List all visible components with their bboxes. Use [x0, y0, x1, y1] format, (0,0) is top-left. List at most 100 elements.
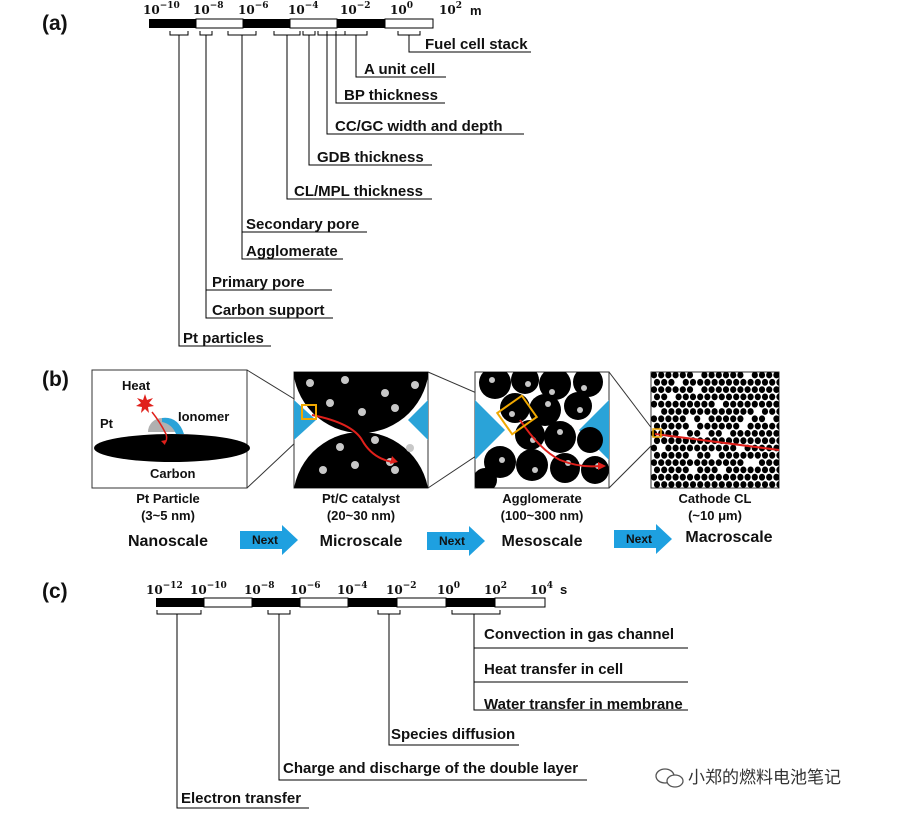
cl-particle — [665, 459, 672, 466]
cl-particle — [653, 466, 661, 474]
cl-particle — [776, 378, 779, 386]
cl-particle — [725, 481, 733, 488]
cl-particle — [758, 372, 766, 379]
cl-particle — [704, 393, 711, 401]
cl-particle — [773, 473, 779, 481]
cl-particle — [733, 378, 740, 386]
cl-particle — [718, 481, 725, 488]
cl-particle — [661, 393, 668, 401]
length-unit: m — [470, 3, 482, 18]
cl-particle — [733, 466, 740, 474]
cl-particle — [761, 408, 769, 415]
cl-particle — [704, 408, 711, 415]
cl-particle — [730, 430, 737, 437]
cl-particle — [686, 430, 694, 437]
cl-particle — [776, 408, 779, 415]
cl-particle — [718, 451, 725, 459]
cl-particle — [761, 466, 769, 474]
cl-particle — [754, 466, 761, 474]
cl-particle — [679, 372, 686, 379]
cl-particle — [737, 415, 744, 423]
cl-particle — [715, 386, 722, 393]
cl-particle — [682, 481, 689, 488]
cl-particle — [737, 372, 744, 379]
cl-particle — [769, 437, 776, 445]
cl-particle — [697, 408, 704, 415]
length-tick: 10−6 — [238, 1, 269, 17]
cl-particle — [708, 386, 715, 393]
cl-particle — [761, 378, 769, 386]
pt-particle-box: Heat Pt Ionomer Carbon — [91, 369, 250, 489]
cl-particle — [658, 386, 665, 393]
cl-particle — [711, 466, 718, 474]
cl-particle — [776, 437, 779, 445]
length-items: Fuel cell stack A unit cell BP thickness… — [183, 36, 528, 347]
cl-particle — [697, 422, 704, 430]
length-tick: 10−4 — [288, 1, 319, 17]
cl-particle — [730, 459, 737, 466]
cl-particle — [672, 386, 679, 393]
cl-particle — [711, 481, 718, 488]
cl-particle — [718, 422, 725, 430]
cl-particle — [769, 422, 776, 430]
cl-particle — [661, 378, 668, 386]
cl-particle — [773, 400, 779, 408]
carbon-support-shape — [94, 434, 250, 462]
cl-particle — [701, 386, 708, 393]
cl-particle — [747, 451, 754, 459]
cl-particle — [715, 372, 722, 379]
cl-particle — [776, 481, 779, 488]
time-tick: 104 — [530, 581, 553, 597]
cl-particle — [668, 378, 675, 386]
cl-particle — [689, 408, 697, 415]
cl-particle — [704, 451, 711, 459]
cl-particle — [694, 400, 701, 408]
cl-particle — [661, 466, 668, 474]
stage-name: Agglomerate — [502, 491, 581, 506]
cl-particle — [725, 422, 733, 430]
cl-particle — [658, 400, 665, 408]
cl-particle — [740, 378, 747, 386]
cl-particle — [740, 437, 747, 445]
cl-particle — [694, 444, 701, 452]
cl-particle — [761, 437, 769, 445]
cl-particle — [718, 393, 725, 401]
cl-particle — [725, 378, 733, 386]
cl-particle — [708, 400, 715, 408]
stage-scale: Mesoscale — [502, 533, 583, 550]
cl-particle — [747, 437, 754, 445]
cl-particle — [730, 386, 737, 393]
length-item-carbon-support: Carbon support — [212, 302, 325, 319]
stage-name: Pt/C catalyst — [322, 491, 401, 506]
cl-particle — [773, 430, 779, 437]
next-arrow-icon: Next — [240, 525, 298, 555]
stage-size: (100~300 nm) — [501, 508, 584, 523]
cl-particle — [689, 393, 697, 401]
cl-particle — [704, 481, 711, 488]
cl-particle — [773, 415, 779, 423]
cl-particle — [697, 451, 704, 459]
time-item-electron-transfer: Electron transfer — [181, 790, 301, 807]
length-item-cl-mpl: CL/MPL thickness — [294, 183, 423, 200]
length-item-cc-gc: CC/GC width and depth — [335, 118, 502, 135]
cl-particle — [751, 400, 758, 408]
cl-particle — [737, 473, 744, 481]
cl-particle — [675, 437, 682, 445]
cl-particle — [725, 451, 733, 459]
length-item-gdb-thickness: GDB thickness — [317, 149, 424, 166]
cl-particle — [689, 378, 697, 386]
svg-text:Next: Next — [626, 532, 652, 546]
cl-particle — [686, 459, 694, 466]
cl-particle — [651, 415, 658, 423]
cl-particle — [679, 400, 686, 408]
time-item-double-layer: Charge and discharge of the double layer — [283, 760, 578, 777]
cl-particle — [694, 430, 701, 437]
cl-particle — [665, 372, 672, 379]
cl-particle — [668, 408, 675, 415]
cl-particle — [708, 444, 715, 452]
length-item-bp-thickness: BP thickness — [344, 87, 438, 104]
next-arrows: Next Next Next — [240, 524, 672, 556]
cl-particle — [661, 408, 668, 415]
cl-particle — [733, 451, 740, 459]
cl-particle — [697, 466, 704, 474]
